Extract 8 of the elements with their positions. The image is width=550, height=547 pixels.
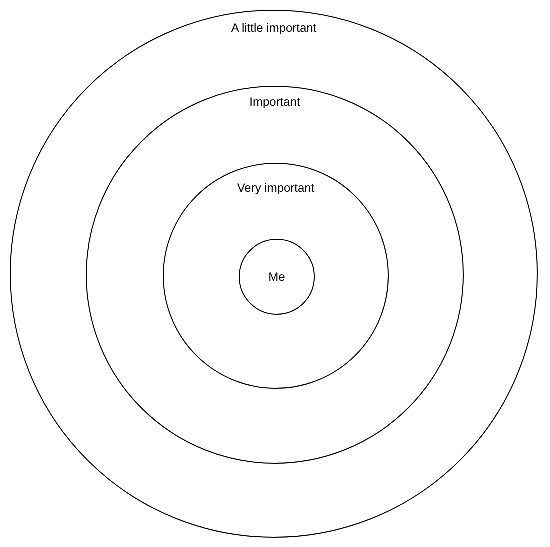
ring-label: Important: [250, 95, 300, 109]
ring-label: Very important: [237, 181, 315, 195]
ring-circle: [10, 10, 538, 538]
ring-circle: [163, 163, 389, 389]
ring-label: A little important: [231, 21, 317, 35]
ring-circle: [86, 86, 464, 464]
center-circle: [239, 239, 315, 315]
center-label: Me: [268, 270, 286, 284]
